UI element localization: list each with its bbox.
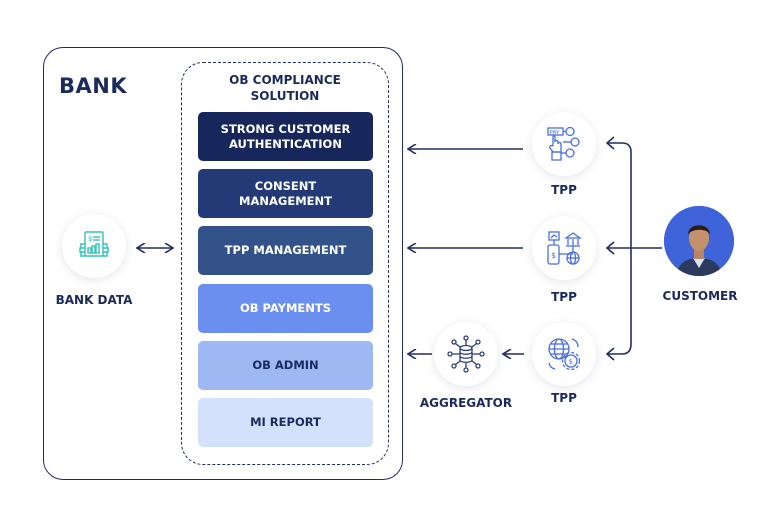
tpp-label-2: TPP <box>551 290 577 304</box>
tpp1-arrowhead <box>605 136 615 150</box>
module-label-line1: STRONG CUSTOMER <box>220 121 351 136</box>
ob-title-line2: SOLUTION <box>250 89 320 103</box>
globe-gear-icon: $ <box>548 338 581 371</box>
ob-compliance-title: OB COMPLIANCE SOLUTION <box>181 72 389 104</box>
bank-data-icon: $ <box>79 231 109 257</box>
tpp3-arrowhead <box>605 347 615 361</box>
tpp-label-1: TPP <box>551 183 577 197</box>
module-mi-report[interactable]: MI REPORT <box>198 398 373 447</box>
aggregator-node[interactable] <box>434 322 498 386</box>
module-label-line1: CONSENT <box>254 178 317 193</box>
module-label: TPP MANAGEMENT <box>224 243 347 257</box>
pay-hand-icon: PAY <box>547 126 580 161</box>
tpp-node-1[interactable]: PAY <box>532 112 596 176</box>
ob-compliance-container <box>181 62 389 465</box>
module-tpp-management[interactable]: TPP MANAGEMENT <box>198 226 373 275</box>
customer-avatar[interactable] <box>664 206 734 276</box>
tpp-node-3[interactable]: $ <box>532 322 596 386</box>
module-label-line2: AUTHENTICATION <box>229 136 342 151</box>
tpp-node-2[interactable]: $ <box>532 216 596 280</box>
customer-photo <box>664 206 734 276</box>
module-ob-admin[interactable]: OB ADMIN <box>198 341 373 390</box>
svg-text:$: $ <box>569 358 573 366</box>
bank-title: BANK <box>59 74 128 98</box>
tpp-label-3: TPP <box>551 391 577 405</box>
customer-label: CUSTOMER <box>662 289 738 303</box>
module-label: OB PAYMENTS <box>239 301 332 315</box>
module-label: OB ADMIN <box>252 358 319 372</box>
bank-data-label: BANK DATA <box>55 293 133 307</box>
svg-text:PAY: PAY <box>550 130 560 136</box>
database-network-icon <box>447 335 485 373</box>
mobile-bank-globe-icon: $ <box>547 231 583 265</box>
svg-text:$: $ <box>551 251 556 260</box>
ob-title-line1: OB COMPLIANCE <box>229 73 341 87</box>
aggregator-label: AGGREGATOR <box>419 396 513 410</box>
bank-container <box>43 47 403 480</box>
bank-data-node[interactable]: $ <box>62 214 126 278</box>
module-ob-payments[interactable]: OB PAYMENTS <box>198 284 373 333</box>
tpp2-arrowhead <box>605 241 615 255</box>
module-label-line2: MANAGEMENT <box>239 193 332 208</box>
svg-text:$: $ <box>88 235 92 243</box>
module-label: MI REPORT <box>250 415 321 429</box>
